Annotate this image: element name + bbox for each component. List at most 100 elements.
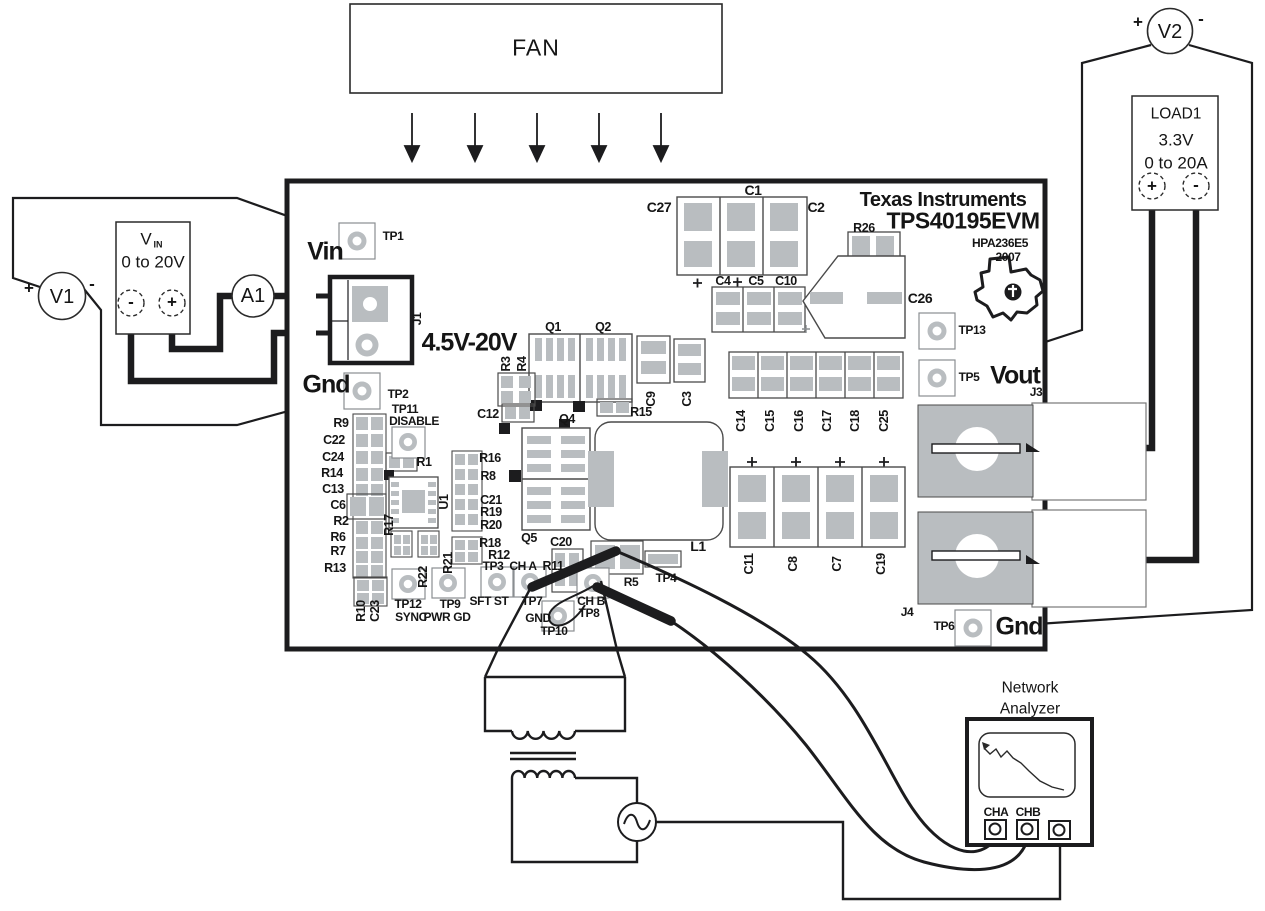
analyzer-chb-label: CHB xyxy=(1015,805,1041,819)
analyzer-trace xyxy=(984,747,1065,791)
polarity-marks xyxy=(693,277,889,467)
probe-cha xyxy=(527,546,621,592)
label-c18: C18 xyxy=(847,410,862,432)
wire-load-neg-to-j4 xyxy=(1038,200,1200,564)
board-vin-label: Vin xyxy=(307,237,343,266)
output-bulk-caps xyxy=(729,466,906,548)
label-c19: C19 xyxy=(873,553,888,575)
label-tp9: TP9 xyxy=(439,597,461,611)
label-r14: R14 xyxy=(321,465,343,480)
wire-cha xyxy=(615,549,997,853)
v2-plus-sign: + xyxy=(1133,12,1143,32)
label-tp4: TP4 xyxy=(655,571,677,585)
board-vout-label: Vout xyxy=(990,361,1041,390)
input-bulk-caps xyxy=(676,196,808,276)
wire-vinsupply-pos-to-a1 xyxy=(168,292,234,353)
label-tp10: TP10 xyxy=(540,624,568,638)
label-c25: C25 xyxy=(876,410,891,432)
label-c10: C10 xyxy=(775,273,797,288)
label-r26: R26 xyxy=(853,220,875,235)
wire-v1-negative xyxy=(83,288,363,427)
resistor-r26 xyxy=(847,231,901,263)
analyzer-title-line1: Network xyxy=(1001,679,1059,697)
resistor-r15 xyxy=(596,398,633,417)
load-neg-terminal: - xyxy=(1193,175,1199,195)
resistors-r18-r12 xyxy=(451,536,483,565)
label-q1: Q1 xyxy=(545,319,561,334)
label-pwr-gd: PWR GD xyxy=(423,610,471,624)
label-c11: C11 xyxy=(741,553,756,575)
label-r13: R13 xyxy=(324,560,346,575)
fets-q4-q5 xyxy=(509,419,591,531)
probe-wires xyxy=(527,546,1029,872)
label-ch-a: CH A xyxy=(509,559,537,573)
label-c26: C26 xyxy=(907,290,933,306)
vin-supply-name-sub: IN xyxy=(153,239,163,250)
label-r18: R18 xyxy=(479,535,501,550)
label-tp8: TP8 xyxy=(578,606,600,620)
test-point-tp9 xyxy=(431,567,466,599)
probe-chb xyxy=(592,582,676,626)
label-c22: C22 xyxy=(323,432,345,447)
label-r6: R6 xyxy=(330,529,346,544)
j3-label: J3 xyxy=(1029,385,1043,399)
label-r4: R4 xyxy=(514,356,529,372)
transformer-secondary-winding xyxy=(510,769,577,779)
sine-wave-icon xyxy=(623,813,651,831)
label-tp7: TP7 xyxy=(521,594,543,608)
label-c15: C15 xyxy=(762,410,777,432)
network-analyzer-box xyxy=(965,717,1094,847)
caps-c14-c25 xyxy=(728,351,904,399)
test-points xyxy=(338,222,992,647)
label-r19: R19 xyxy=(480,504,502,519)
wire-source-to-analyzer xyxy=(656,820,1062,901)
label-tp1: TP1 xyxy=(382,229,404,243)
fets-q1-q2 xyxy=(528,333,633,412)
test-point-tp11 xyxy=(391,426,426,459)
analyzer-cha-label: CHA xyxy=(983,805,1009,819)
load-pos-terminal: + xyxy=(1147,176,1157,196)
board-year: 2007 xyxy=(995,250,1021,264)
label-c12: C12 xyxy=(477,406,499,421)
caps-c9-c3 xyxy=(636,335,706,384)
v2-minus-sign: - xyxy=(1198,9,1204,29)
label-c14: C14 xyxy=(733,410,748,432)
fan-box xyxy=(349,3,723,94)
board-assembly: HPA236E5 xyxy=(972,236,1028,250)
inductor-l1 xyxy=(588,421,728,541)
label-q4: Q4 xyxy=(559,411,575,426)
cap-c12 xyxy=(499,403,535,434)
j4-terminal xyxy=(917,509,1147,608)
wire-v2-negative xyxy=(974,43,1254,630)
label-r7: R7 xyxy=(330,543,346,558)
voltmeter-v2 xyxy=(1146,7,1194,55)
board-brand: Texas Instruments xyxy=(859,189,1027,211)
label-c13: C13 xyxy=(322,481,344,496)
label-tp13: TP13 xyxy=(958,323,986,337)
transformer-lead-left xyxy=(483,588,532,678)
voltmeter-v1-label: V1 xyxy=(49,286,75,308)
test-point-tp3 xyxy=(480,566,514,598)
injection-transformer xyxy=(483,580,1062,901)
load-box xyxy=(1131,95,1219,211)
resistor-column-r16 xyxy=(451,450,483,532)
label-c7: C7 xyxy=(829,556,844,572)
label-r20: R20 xyxy=(480,517,502,532)
label-c6: C6 xyxy=(330,497,346,512)
wire-tp10-loop xyxy=(547,585,594,627)
label-r9: R9 xyxy=(333,415,349,430)
test-point-tp12 xyxy=(391,568,426,600)
label-q2: Q2 xyxy=(595,319,611,334)
transformer-primary-winding xyxy=(510,730,577,740)
vin-supply-pos-terminal: + xyxy=(167,292,177,312)
analyzer-screen xyxy=(978,732,1076,798)
label-r12: R12 xyxy=(488,547,510,562)
label-r15: R15 xyxy=(630,404,652,419)
label-c1: C1 xyxy=(744,182,762,198)
test-point-tp6 xyxy=(954,609,992,647)
label-r22: R22 xyxy=(415,566,430,588)
label-r1: R1 xyxy=(416,454,432,469)
ic-u1 xyxy=(384,470,439,529)
label-tp5: TP5 xyxy=(958,370,980,384)
